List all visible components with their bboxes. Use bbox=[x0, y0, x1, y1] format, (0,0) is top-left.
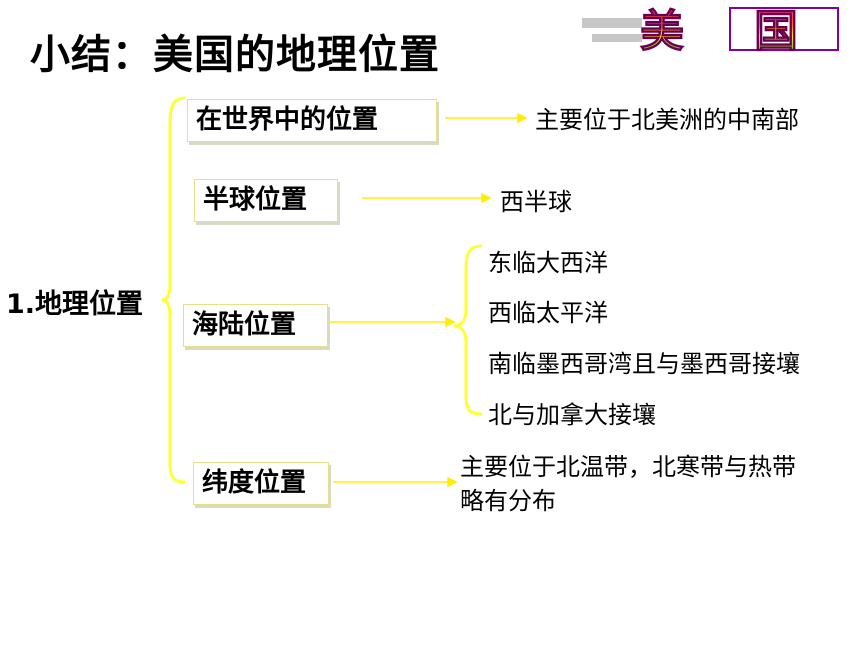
svg-text:美: 美 bbox=[640, 6, 684, 54]
result-latitude-line2: 略有分布 bbox=[460, 487, 556, 515]
sea-land-item-north: 北与加拿大接壤 bbox=[488, 401, 656, 429]
node-sea-land-position: 海陆位置 bbox=[183, 304, 328, 347]
sea-land-item-east: 东临大西洋 bbox=[488, 249, 608, 277]
sea-land-brace bbox=[453, 244, 483, 416]
result-world-position: 主要位于北美洲的中南部 bbox=[535, 106, 799, 134]
node-latitude-position: 纬度位置 bbox=[193, 462, 329, 505]
result-hemisphere: 西半球 bbox=[500, 188, 572, 216]
node-world-position: 在世界中的位置 bbox=[187, 99, 437, 142]
node-hemisphere-position: 半球位置 bbox=[194, 179, 338, 222]
page-title: 小结：美国的地理位置 bbox=[30, 32, 440, 78]
main-brace bbox=[161, 96, 186, 484]
usa-logo: 美 国 bbox=[582, 6, 839, 54]
svg-text:国: 国 bbox=[754, 6, 798, 54]
sea-land-item-west: 西临太平洋 bbox=[488, 299, 608, 327]
root-label-geo-position: 1.地理位置 bbox=[6, 289, 144, 320]
result-latitude-line1: 主要位于北温带，北寒带与热带 bbox=[460, 453, 796, 481]
sea-land-item-south: 南临墨西哥湾且与墨西哥接壤 bbox=[488, 350, 800, 378]
